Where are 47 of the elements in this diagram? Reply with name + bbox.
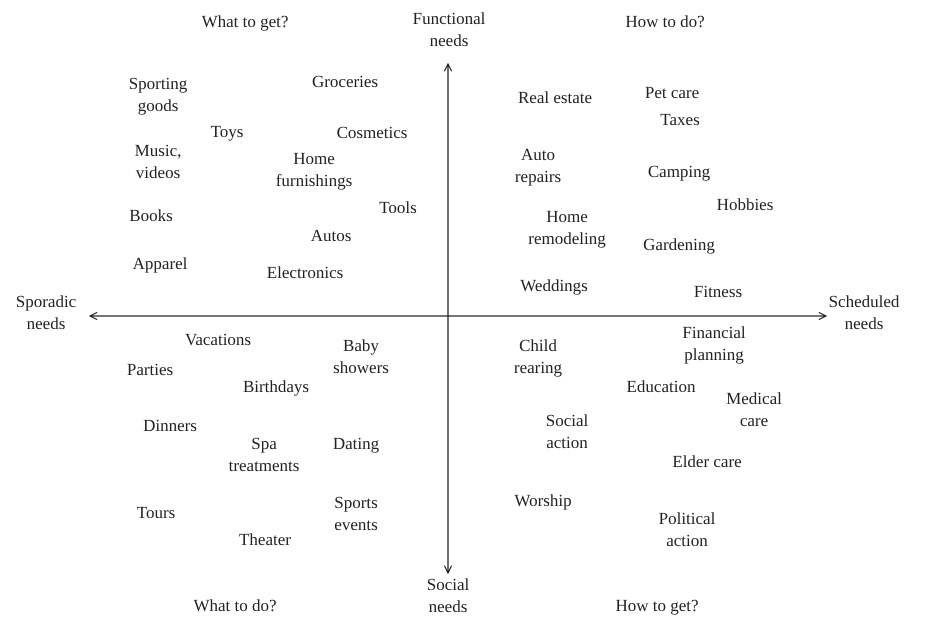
item-label: Books xyxy=(129,205,173,227)
item-label: Vacations xyxy=(184,329,252,351)
item-label: Dating xyxy=(332,433,380,455)
item-label: Groceries xyxy=(312,71,378,93)
item-label: Spa treatments xyxy=(228,433,300,477)
item-label: Pet care xyxy=(644,82,700,104)
item-label: Sports events xyxy=(333,492,379,536)
item-label: Tours xyxy=(136,502,176,524)
item-label: Parties xyxy=(126,359,174,381)
axis-label: Sporadic needs xyxy=(14,291,78,335)
item-label: Toys xyxy=(210,121,244,143)
quadrant-label: How to do? xyxy=(625,11,705,33)
item-label: Hobbies xyxy=(716,194,774,216)
axis-label: Social needs xyxy=(426,574,470,618)
quadrant-label: What to get? xyxy=(202,11,288,33)
item-label: Sporting goods xyxy=(128,73,188,117)
item-label: Electronics xyxy=(266,262,344,284)
quadrant-label: How to get? xyxy=(615,595,699,617)
axis-label: Scheduled needs xyxy=(828,291,900,335)
item-label: Camping xyxy=(648,161,710,183)
item-label: Education xyxy=(626,376,696,398)
item-label: Music, videos xyxy=(134,140,182,184)
item-label: Dinners xyxy=(143,415,197,437)
axis-label: Functional needs xyxy=(412,8,486,52)
item-label: Theater xyxy=(239,529,291,551)
item-label: Real estate xyxy=(518,87,592,109)
item-label: Tools xyxy=(379,197,417,219)
item-label: Fitness xyxy=(694,281,742,303)
item-label: Baby showers xyxy=(332,335,390,379)
item-label: Financial planning xyxy=(681,322,747,366)
item-label: Cosmetics xyxy=(336,122,408,144)
item-label: Elder care xyxy=(672,451,742,473)
item-label: Auto repairs xyxy=(514,144,562,188)
quadrant-label: What to do? xyxy=(193,595,277,617)
item-label: Weddings xyxy=(520,275,588,297)
item-label: Taxes xyxy=(660,109,700,131)
item-label: Worship xyxy=(514,490,572,512)
item-label: Child rearing xyxy=(512,335,564,379)
item-label: Birthdays xyxy=(242,376,310,398)
item-label: Medical care xyxy=(725,388,783,432)
item-label: Political action xyxy=(658,508,716,552)
item-label: Social action xyxy=(544,410,590,454)
item-label: Home furnishings xyxy=(274,148,354,192)
item-label: Apparel xyxy=(132,253,188,275)
item-label: Autos xyxy=(310,225,352,247)
item-label: Gardening xyxy=(643,234,715,256)
item-label: Home remodeling xyxy=(527,206,607,250)
